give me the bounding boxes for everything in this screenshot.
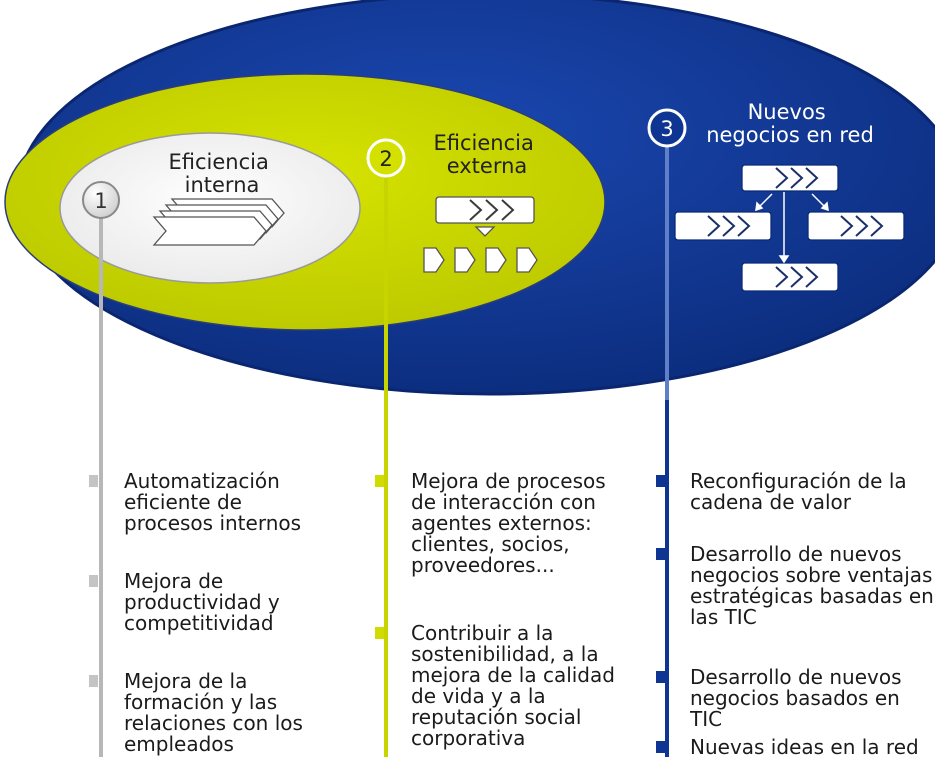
stage-3-bullet (656, 741, 665, 753)
stage-3-bullet (656, 475, 665, 487)
stage-2-item: Mejora de procesos de interacción con ag… (411, 469, 606, 577)
stage-1-title: Eficiencia interna (168, 150, 275, 197)
svg-text:3: 3 (660, 117, 673, 141)
stage-3-item: Reconfiguración de la cadena de valor (690, 469, 907, 514)
stage-3-bullet (656, 671, 665, 683)
stage-3-bullet (656, 548, 665, 560)
stage-3-item: Desarrollo de nuevos negocios basados en… (690, 665, 902, 731)
stage-1-bullet (89, 575, 98, 587)
stage-3-item: Desarrollo de nuevos negocios sobre vent… (690, 542, 934, 629)
stage-3-list: Reconfiguración de la cadena de valor De… (690, 0, 935, 767)
process-network-icon (674, 164, 905, 292)
stage-2-number-badge: 2 (366, 138, 406, 178)
stage-3-number-badge: 3 (647, 108, 687, 148)
stage-1-list: Automatización eficiente de procesos int… (124, 0, 374, 767)
stage-1-item: Mejora de la formación y las relaciones … (124, 669, 303, 756)
stage-2-bullet (375, 627, 384, 639)
stage-1-item: Mejora de productividad y competitividad (124, 569, 280, 635)
stage-1-bullet (89, 475, 98, 487)
svg-text:2: 2 (379, 147, 392, 171)
svg-text:1: 1 (94, 189, 107, 213)
stage-1-number-badge: 1 (82, 181, 120, 219)
stage-1-bullet (89, 675, 98, 687)
stage-1-item: Automatización eficiente de procesos int… (124, 469, 302, 535)
process-chain-icon (423, 196, 538, 273)
stage-2-title: Eficiencia externa (433, 131, 540, 178)
stage-2-item: Contribuir a la sostenibilidad, a la mej… (411, 621, 615, 750)
stage-2-bullet (375, 475, 384, 487)
stage-2-list: Mejora de procesos de interacción con ag… (411, 0, 661, 767)
stacked-process-icon (152, 198, 285, 246)
stage-3-item: Nuevas ideas en la red (690, 735, 919, 759)
stage-3-title: Nuevos negocios en red (706, 100, 874, 147)
